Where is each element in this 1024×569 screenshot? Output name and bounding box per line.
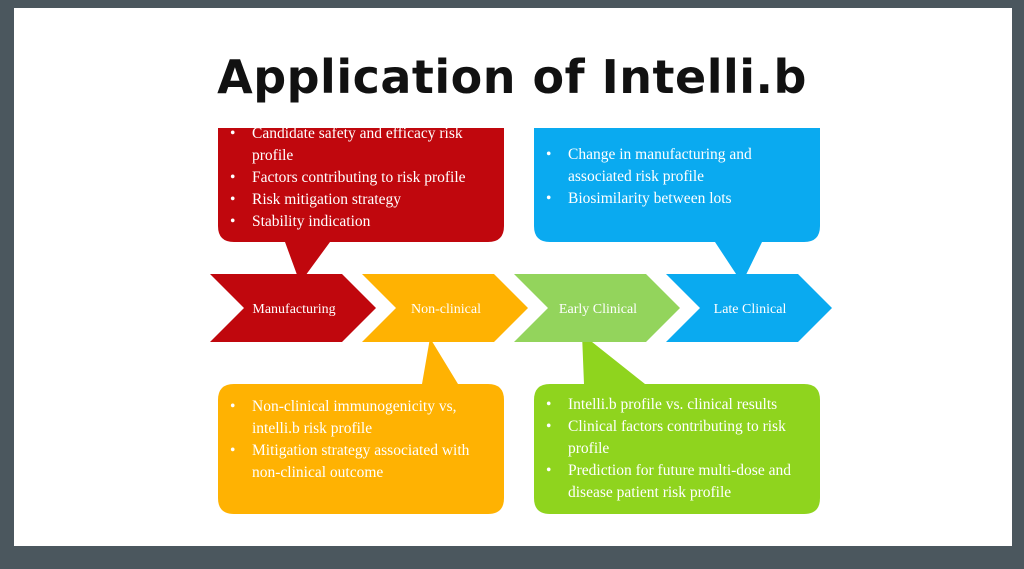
list-item: Non-clinical immunogenicity vs, intelli.…: [230, 396, 500, 440]
list-item: Stability indication: [230, 211, 500, 233]
chevron-late-clinical: [666, 274, 832, 342]
list-item: Risk mitigation strategy: [230, 189, 500, 211]
list-item: Change in manufacturing and associated r…: [546, 144, 806, 188]
step-label-early-clinical: Early Clinical: [559, 302, 637, 317]
list-item: Intelli.b profile vs. clinical results: [546, 394, 816, 416]
step-label-late-clinical: Late Clinical: [714, 302, 787, 317]
list-item: Mitigation strategy associated with non-…: [230, 440, 500, 484]
list-item: Clinical factors contributing to risk pr…: [546, 416, 816, 460]
step-label-manufacturing: Manufacturing: [252, 302, 335, 317]
manufacturing-callout: Candidate safety and efficacy risk profi…: [228, 123, 500, 233]
slide: [14, 8, 1012, 546]
early-clinical-callout: Intelli.b profile vs. clinical results C…: [544, 394, 816, 504]
list-item: Candidate safety and efficacy risk profi…: [230, 123, 500, 167]
list-item: Biosimilarity between lots: [546, 188, 806, 210]
list-item: Prediction for future multi-dose and dis…: [546, 460, 816, 504]
non-clinical-callout: Non-clinical immunogenicity vs, intelli.…: [228, 396, 500, 484]
chevron-early-clinical: [514, 274, 680, 342]
late-clinical-callout: Change in manufacturing and associated r…: [544, 144, 806, 210]
list-item: Factors contributing to risk profile: [230, 167, 500, 189]
chevron-non-clinical: [362, 274, 528, 342]
page-title: Application of Intelli.b: [217, 50, 807, 104]
step-label-non-clinical: Non-clinical: [411, 302, 481, 317]
chevron-manufacturing: [210, 274, 376, 342]
